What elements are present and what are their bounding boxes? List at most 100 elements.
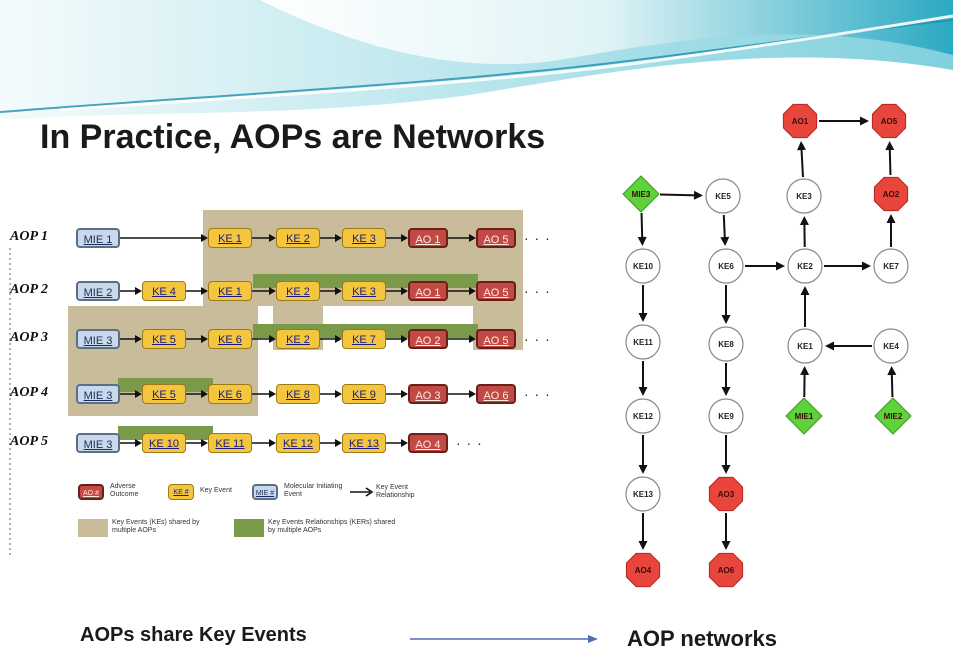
network-edge-arrowhead [639, 541, 648, 550]
ke-node: KE 9 [342, 384, 386, 404]
legend-shared-ker-swatch [234, 519, 264, 537]
network-edge-arrowhead [722, 387, 731, 396]
network-edge-arrowhead [860, 117, 869, 126]
aop-row-label: AOP 1 [10, 229, 48, 245]
network-edge-arrowhead [887, 214, 896, 223]
aop-row-label: AOP 4 [10, 385, 48, 401]
ke-node: KE 1 [208, 281, 252, 301]
ke-node: KE 7 [342, 329, 386, 349]
network-node-label: KE5 [715, 192, 731, 201]
network-node-label: MIE2 [884, 412, 903, 421]
network-node-label: KE12 [633, 412, 654, 421]
continuation-ellipsis: · · · [524, 386, 551, 402]
legend-arrow [350, 488, 372, 496]
network-node-label: MIE1 [795, 412, 814, 421]
legend-ao-box: AO # [78, 484, 104, 500]
network-node-label: KE11 [633, 338, 653, 347]
network-edge [642, 213, 643, 240]
network-edge-arrowhead [800, 366, 809, 375]
legend-ao-text: Adverse Outcome [110, 483, 150, 499]
aop-row-label: AOP 5 [10, 434, 48, 450]
network-edge-arrowhead [722, 315, 731, 324]
legend-shared-ke-swatch [78, 519, 108, 537]
ao-node: AO 1 [408, 228, 448, 248]
legend-ke-box: KE # [168, 484, 194, 500]
network-node-label: AO5 [881, 117, 898, 126]
ke-node: KE 2 [276, 228, 320, 248]
ker-arrow-head [269, 439, 276, 447]
ao-node: AO 1 [408, 281, 448, 301]
footer-arrow [410, 632, 600, 646]
mie-node: MIE 3 [76, 433, 120, 453]
mie-node: MIE 3 [76, 384, 120, 404]
ao-node: AO 3 [408, 384, 448, 404]
network-edge-arrowhead [885, 141, 894, 150]
ke-node: KE 3 [342, 228, 386, 248]
ao-node: AO 5 [476, 228, 516, 248]
network-edge [724, 215, 725, 240]
aop-linear-diagram-connectors [8, 208, 554, 556]
network-edge [892, 372, 893, 397]
ker-arrow-head [335, 439, 342, 447]
ke-node: KE 10 [142, 433, 186, 453]
network-node-label: KE13 [633, 490, 654, 499]
network-edge [890, 147, 891, 175]
network-edge-arrowhead [825, 342, 834, 351]
network-node-label: KE6 [718, 262, 734, 271]
network-edge [801, 147, 803, 177]
network-node-label: AO3 [718, 490, 735, 499]
ao-node: AO 6 [476, 384, 516, 404]
network-node-label: MIE3 [632, 190, 651, 199]
network-node-label: KE7 [883, 262, 899, 271]
aop-row-label: AOP 2 [10, 282, 48, 298]
network-node-label: KE9 [718, 412, 734, 421]
network-node-label: KE4 [883, 342, 899, 351]
ke-node: KE 6 [208, 384, 252, 404]
ker-arrow-head [201, 439, 208, 447]
network-edge-arrowhead [694, 191, 703, 200]
network-edge-arrowhead [801, 286, 810, 295]
mie-node: MIE 1 [76, 228, 120, 248]
legend-ke-text: Key Event [200, 487, 240, 495]
legend-mie-text: Molecular Initiating Event [284, 483, 344, 499]
ke-node: KE 11 [208, 433, 252, 453]
ke-node: KE 6 [208, 329, 252, 349]
slide-title: In Practice, AOPs are Networks [40, 118, 545, 157]
network-node-label: AO1 [792, 117, 809, 126]
network-node-label: KE2 [797, 262, 813, 271]
legend-mie-box: MIE # [252, 484, 278, 500]
network-edge-arrowhead [722, 541, 731, 550]
network-node-label: AO4 [635, 566, 652, 575]
ke-node: KE 5 [142, 384, 186, 404]
ao-node: AO 5 [476, 329, 516, 349]
network-edge-arrowhead [800, 216, 809, 225]
aop-linear-diagram: AOP 1 MIE 1 KE 1 KE 2 KE 3 AO 1 AO 5 · · · AOP 2… [8, 208, 554, 556]
mie-node: MIE 3 [76, 329, 120, 349]
network-edge-arrowhead [797, 141, 806, 150]
legend-shared-ke-text: Key Events (KEs) shared by multiple AOPs [112, 519, 222, 535]
ker-arrow-head [135, 439, 142, 447]
ao-node: AO 5 [476, 281, 516, 301]
network-node-label: AO2 [883, 190, 900, 199]
mie-node: MIE 2 [76, 281, 120, 301]
ker-arrow-head [401, 390, 408, 398]
continuation-ellipsis: · · · [456, 435, 483, 451]
ke-node: KE 5 [142, 329, 186, 349]
ao-node: AO 2 [408, 329, 448, 349]
aop-row-label: AOP 3 [10, 330, 48, 346]
continuation-ellipsis: · · · [524, 230, 551, 246]
ke-node: KE 3 [342, 281, 386, 301]
legend-arrow-text: Key Event Relationship [376, 484, 436, 500]
network-node-label: KE8 [718, 340, 734, 349]
network-node-label: AO6 [718, 566, 735, 575]
ke-node: KE 2 [276, 281, 320, 301]
network-edge-arrowhead [776, 262, 785, 271]
ke-node: KE 2 [276, 329, 320, 349]
network-node-label: KE1 [797, 342, 813, 351]
ker-arrow-head [401, 439, 408, 447]
network-edge-arrowhead [639, 387, 648, 396]
continuation-ellipsis: · · · [524, 331, 551, 347]
network-edge-arrowhead [722, 465, 731, 474]
ke-node: KE 4 [142, 281, 186, 301]
